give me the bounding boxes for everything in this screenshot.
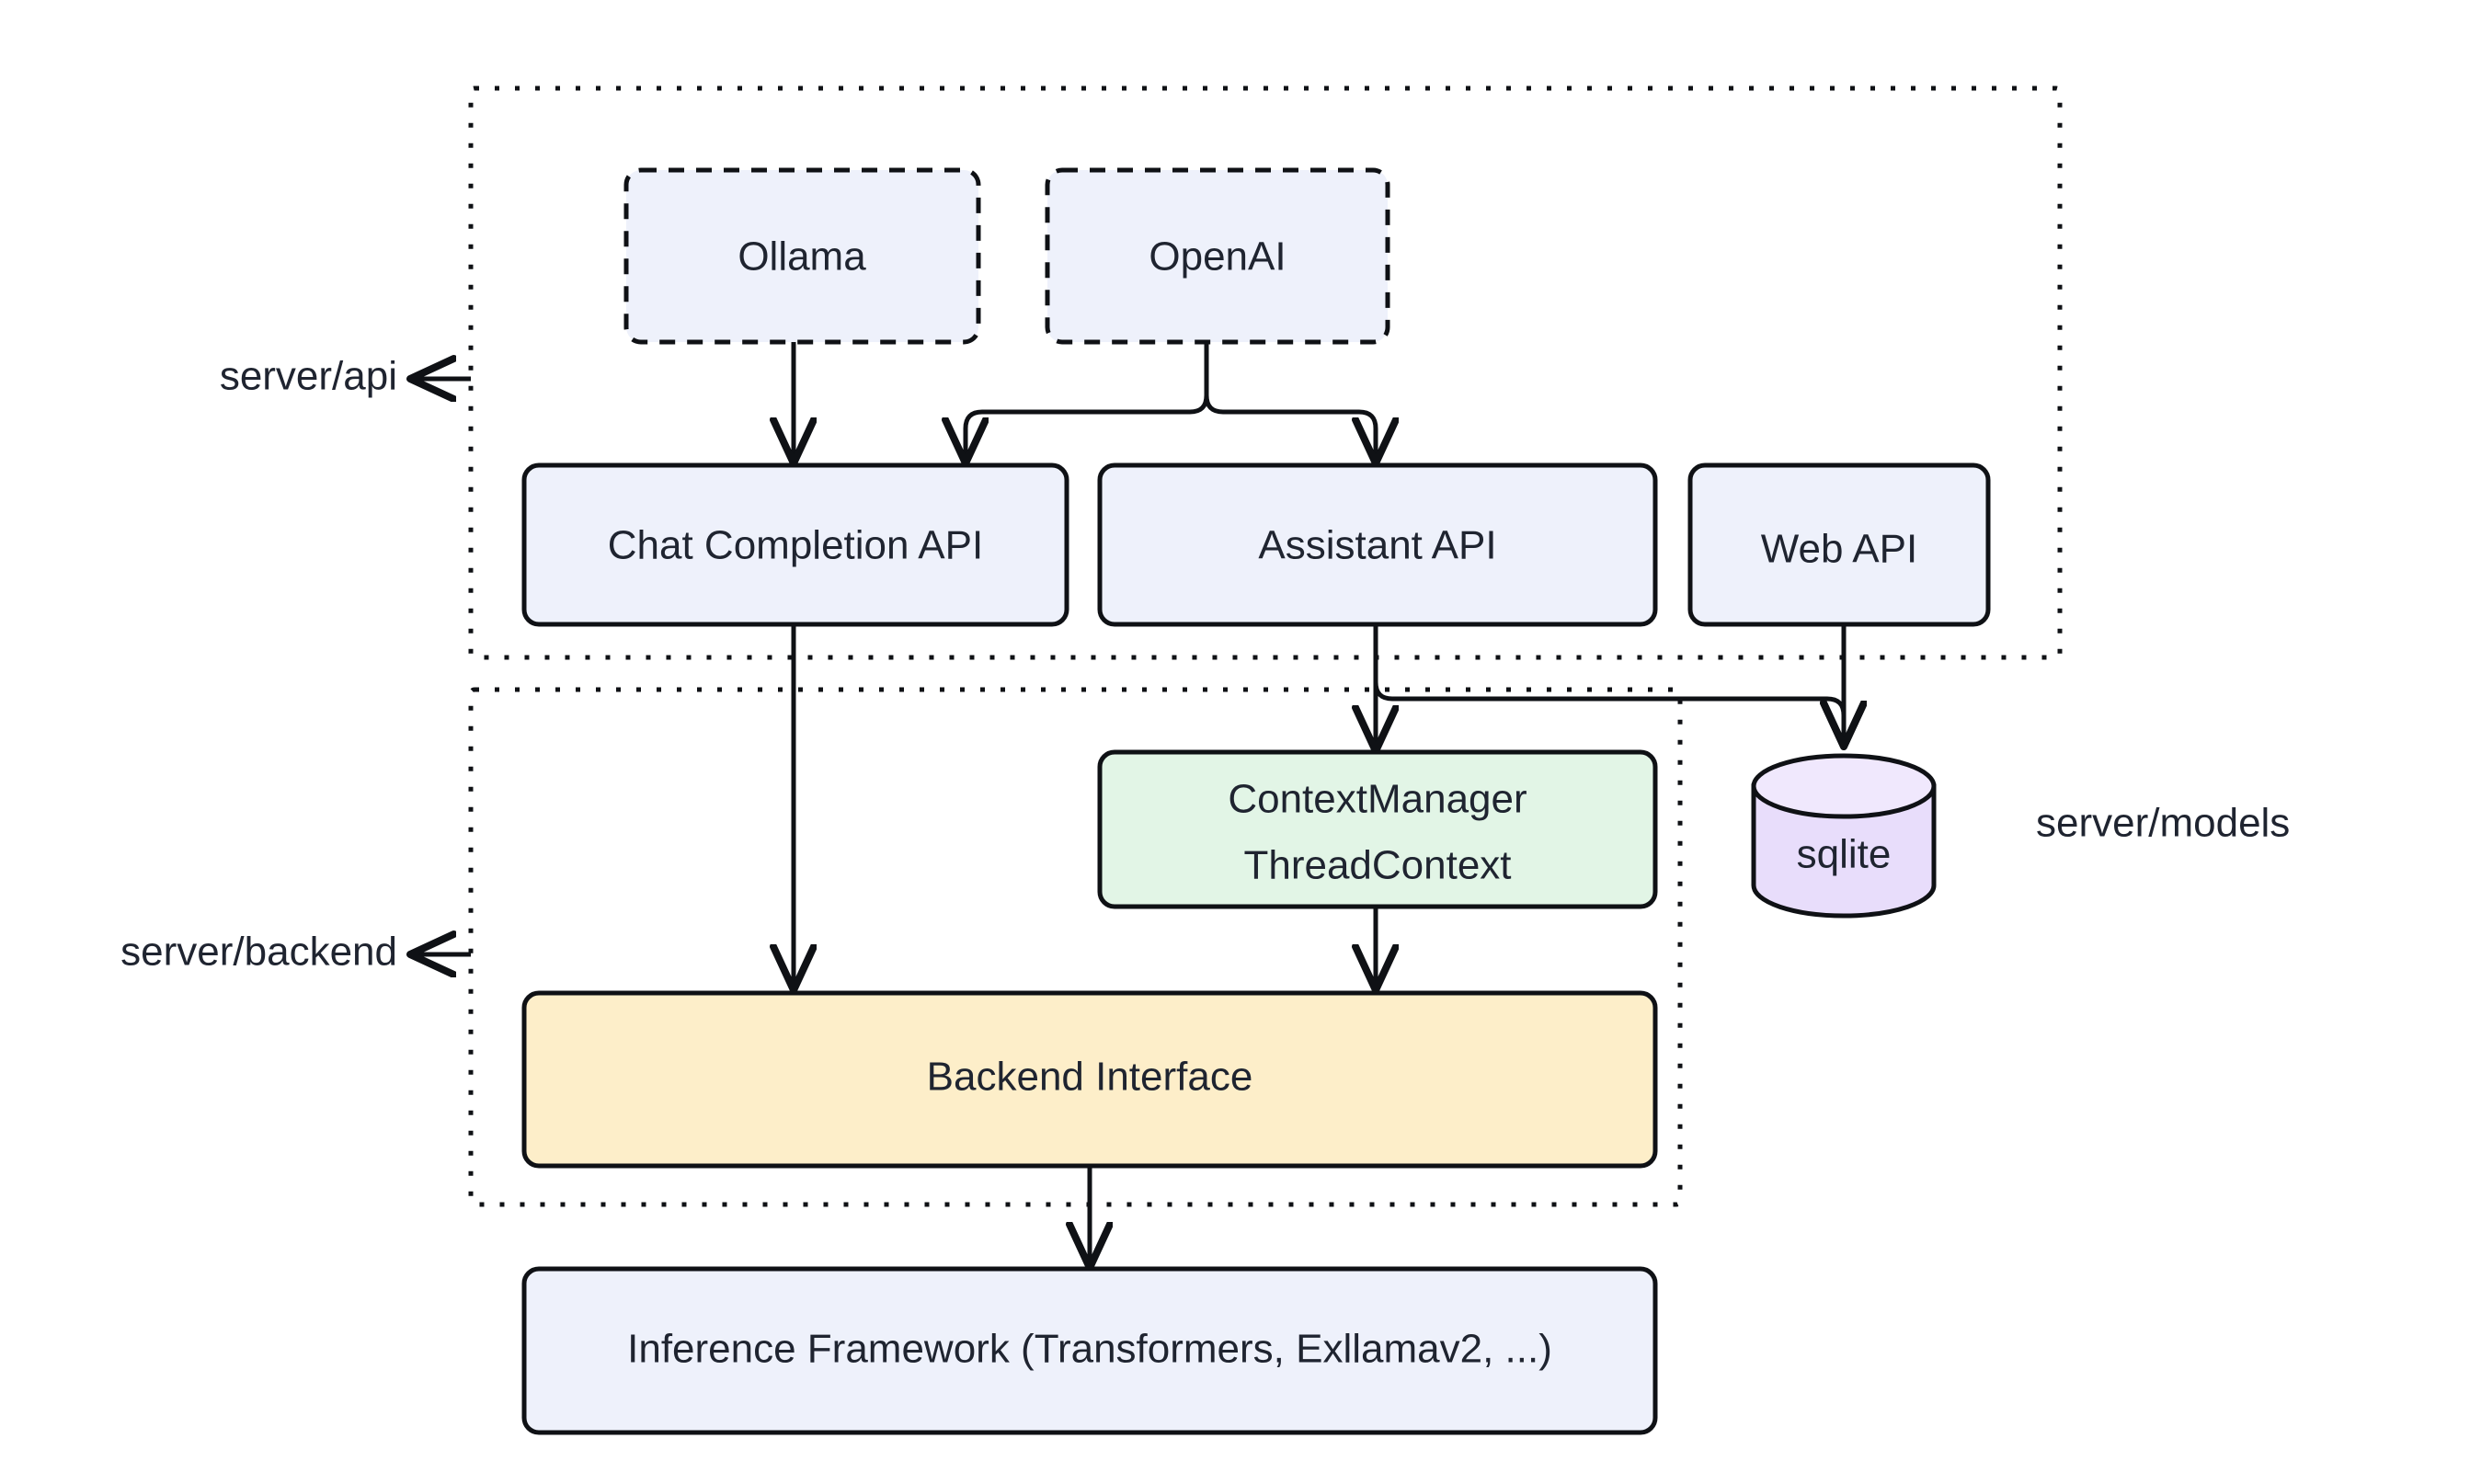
node-chat-completion-api-label: Chat Completion API (608, 523, 983, 568)
edge-openai-to-assistant-api-2 (1204, 342, 1376, 460)
node-inference-framework-label: Inference Framework (Transformers, Exlla… (627, 1327, 1552, 1372)
group-label-server-api: server/api (220, 354, 397, 399)
node-inference-framework[interactable]: Inference Framework (Transformers, Exlla… (521, 1266, 1658, 1435)
node-assistant-api[interactable]: Assistant API (1097, 462, 1658, 627)
node-sqlite-top (1751, 753, 1937, 819)
edge-openai-to-chat-completion-api (966, 342, 1209, 460)
node-sqlite-label: sqlite (1797, 832, 1892, 877)
node-ollama-label: Ollama (738, 234, 866, 280)
node-assistant-api-shape (1097, 462, 1658, 627)
node-context-manager-label-line1: ContextManager (1228, 777, 1527, 822)
node-backend-interface[interactable]: Backend Interface (521, 990, 1658, 1169)
node-web-api-shape (1687, 462, 1991, 627)
node-sqlite-body (1751, 783, 1937, 919)
node-backend-interface-label: Backend Interface (927, 1055, 1253, 1100)
node-context-manager-label-line2: ThreadContext (1243, 843, 1511, 888)
node-web-api-label: Web API (1761, 527, 1917, 572)
node-openai-shape (1045, 167, 1390, 345)
node-sqlite[interactable]: sqlite (1751, 753, 1937, 919)
node-ollama-shape (623, 167, 981, 345)
node-chat-completion-api-shape (521, 462, 1069, 627)
group-container-server-api (468, 86, 2063, 660)
node-web-api[interactable]: Web API (1687, 462, 1991, 627)
node-context-manager[interactable]: ContextManager ThreadContext (1097, 749, 1658, 909)
group-label-server-backend: server/backend (120, 930, 397, 975)
group-label-server-models: server/models (2036, 801, 2290, 846)
node-context-manager-shape (1097, 749, 1658, 909)
node-chat-completion-api[interactable]: Chat Completion API (521, 462, 1069, 627)
node-openai[interactable]: OpenAI (1045, 167, 1390, 345)
node-ollama[interactable]: Ollama (623, 167, 981, 345)
edge-assistant-api-to-sqlite (1373, 624, 1844, 743)
node-openai-label: OpenAI (1149, 234, 1286, 280)
node-backend-interface-shape (521, 990, 1658, 1169)
node-assistant-api-label: Assistant API (1258, 523, 1496, 568)
node-inference-framework-shape (521, 1266, 1658, 1435)
